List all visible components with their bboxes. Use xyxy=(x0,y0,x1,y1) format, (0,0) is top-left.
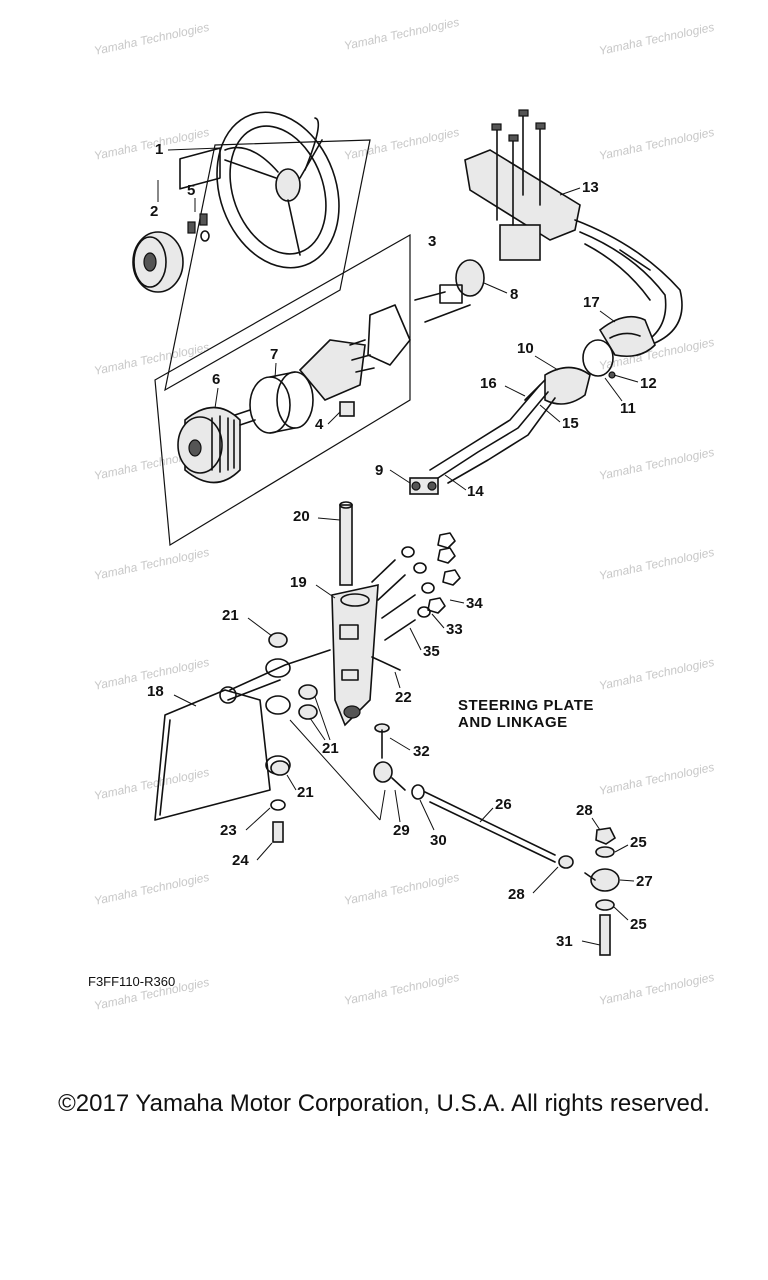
diagram-title-line-1: STEERING PLATE xyxy=(458,697,594,714)
watermark: Yamaha Technologies xyxy=(598,445,716,483)
diagram-title-line-2: AND LINKAGE xyxy=(458,714,568,731)
cable-boot xyxy=(598,315,656,358)
cable-end xyxy=(409,477,439,495)
ball-joint xyxy=(373,761,425,800)
callout-4: 4 xyxy=(315,416,324,433)
callout-24: 24 xyxy=(232,852,249,869)
callout-23: 23 xyxy=(220,822,237,839)
callout-15: 15 xyxy=(562,415,579,432)
linkage-rod xyxy=(424,791,574,869)
watermark: Yamaha Technologies xyxy=(598,20,716,58)
rod-end xyxy=(584,827,620,956)
callout-13: 13 xyxy=(582,179,599,196)
callout-18: 18 xyxy=(147,683,164,700)
callout-12: 12 xyxy=(640,375,657,392)
callout-3: 3 xyxy=(428,233,436,250)
callout-28-top: 28 xyxy=(576,802,593,819)
helm-clip xyxy=(339,401,355,417)
callout-2: 2 xyxy=(150,203,158,220)
watermark: Yamaha Technologies xyxy=(598,545,716,583)
helm-frame xyxy=(154,233,411,547)
watermark: Yamaha Technologies xyxy=(598,125,716,163)
watermark: Yamaha Technologies xyxy=(93,765,211,803)
callout-1: 1 xyxy=(155,141,163,158)
watermark: Yamaha Technologies xyxy=(598,970,716,1008)
watermark-layer: Yamaha Technologies Yamaha Technologies … xyxy=(93,15,716,1013)
callout-34: 34 xyxy=(466,595,483,612)
linkage-leader xyxy=(289,719,386,821)
controller-box xyxy=(464,109,581,261)
mount-bolt xyxy=(270,799,286,843)
callout-labels: 1 2 3 4 5 6 7 8 9 10 11 12 13 14 15 16 1… xyxy=(147,141,657,950)
bushing-set xyxy=(268,632,318,776)
callout-22: 22 xyxy=(395,689,412,706)
callout-35: 35 xyxy=(423,643,440,660)
watermark: Yamaha Technologies xyxy=(343,15,461,53)
callout-33: 33 xyxy=(446,621,463,638)
callout-21-top: 21 xyxy=(222,607,239,624)
callout-16: 16 xyxy=(480,375,497,392)
callout-21-middle: 21 xyxy=(322,740,339,757)
steering-cable xyxy=(429,366,591,484)
callout-30: 30 xyxy=(430,832,447,849)
bolt xyxy=(371,656,401,671)
callout-14: 14 xyxy=(467,483,484,500)
helm-pulley xyxy=(177,406,241,484)
callout-31: 31 xyxy=(556,933,573,950)
callout-26: 26 xyxy=(495,796,512,813)
watermark: Yamaha Technologies xyxy=(598,655,716,693)
callout-25-bottom: 25 xyxy=(630,916,647,933)
watermark: Yamaha Technologies xyxy=(598,760,716,798)
stud-set xyxy=(371,559,416,641)
steering-plate-arm xyxy=(331,583,379,727)
cable-bundle xyxy=(574,219,683,346)
callout-25-top: 25 xyxy=(630,834,647,851)
watermark: Yamaha Technologies xyxy=(343,870,461,908)
watermark: Yamaha Technologies xyxy=(93,870,211,908)
callout-27: 27 xyxy=(636,873,653,890)
callout-7: 7 xyxy=(270,346,278,363)
ball-joint-bolt xyxy=(374,723,390,759)
copyright-notice: ©2017 Yamaha Motor Corporation, U.S.A. A… xyxy=(58,1090,710,1117)
callout-10: 10 xyxy=(517,340,534,357)
callout-29: 29 xyxy=(393,822,410,839)
callout-6: 6 xyxy=(212,371,220,388)
callout-32: 32 xyxy=(413,743,430,760)
helm-ring xyxy=(249,371,314,434)
callout-11: 11 xyxy=(620,400,636,417)
cable-connector xyxy=(414,259,485,323)
helm-body xyxy=(234,304,411,426)
callout-5: 5 xyxy=(187,182,195,199)
callout-28-bottom: 28 xyxy=(508,886,525,903)
hub-nut-set xyxy=(179,147,221,242)
steering-wheel-frame xyxy=(164,139,371,392)
callout-9: 9 xyxy=(375,462,383,479)
steering-wheel xyxy=(216,111,340,269)
watermark: Yamaha Technologies xyxy=(93,125,211,163)
callout-17: 17 xyxy=(583,294,600,311)
hub-cap xyxy=(132,231,184,293)
callout-21-bottom: 21 xyxy=(297,784,314,801)
watermark: Yamaha Technologies xyxy=(93,20,211,58)
steering-plate xyxy=(154,686,271,821)
diagram-title: STEERING PLATE AND LINKAGE xyxy=(458,697,678,731)
watermark: Yamaha Technologies xyxy=(93,545,211,583)
nut-washer-set xyxy=(401,532,461,618)
callout-19: 19 xyxy=(290,574,307,591)
callout-20: 20 xyxy=(293,508,310,525)
steering-shaft xyxy=(339,501,353,586)
watermark: Yamaha Technologies xyxy=(343,970,461,1008)
diagram-code: F3FF110-R360 xyxy=(88,974,176,989)
watermark: Yamaha Technologies xyxy=(343,125,461,163)
callout-8: 8 xyxy=(510,286,518,303)
